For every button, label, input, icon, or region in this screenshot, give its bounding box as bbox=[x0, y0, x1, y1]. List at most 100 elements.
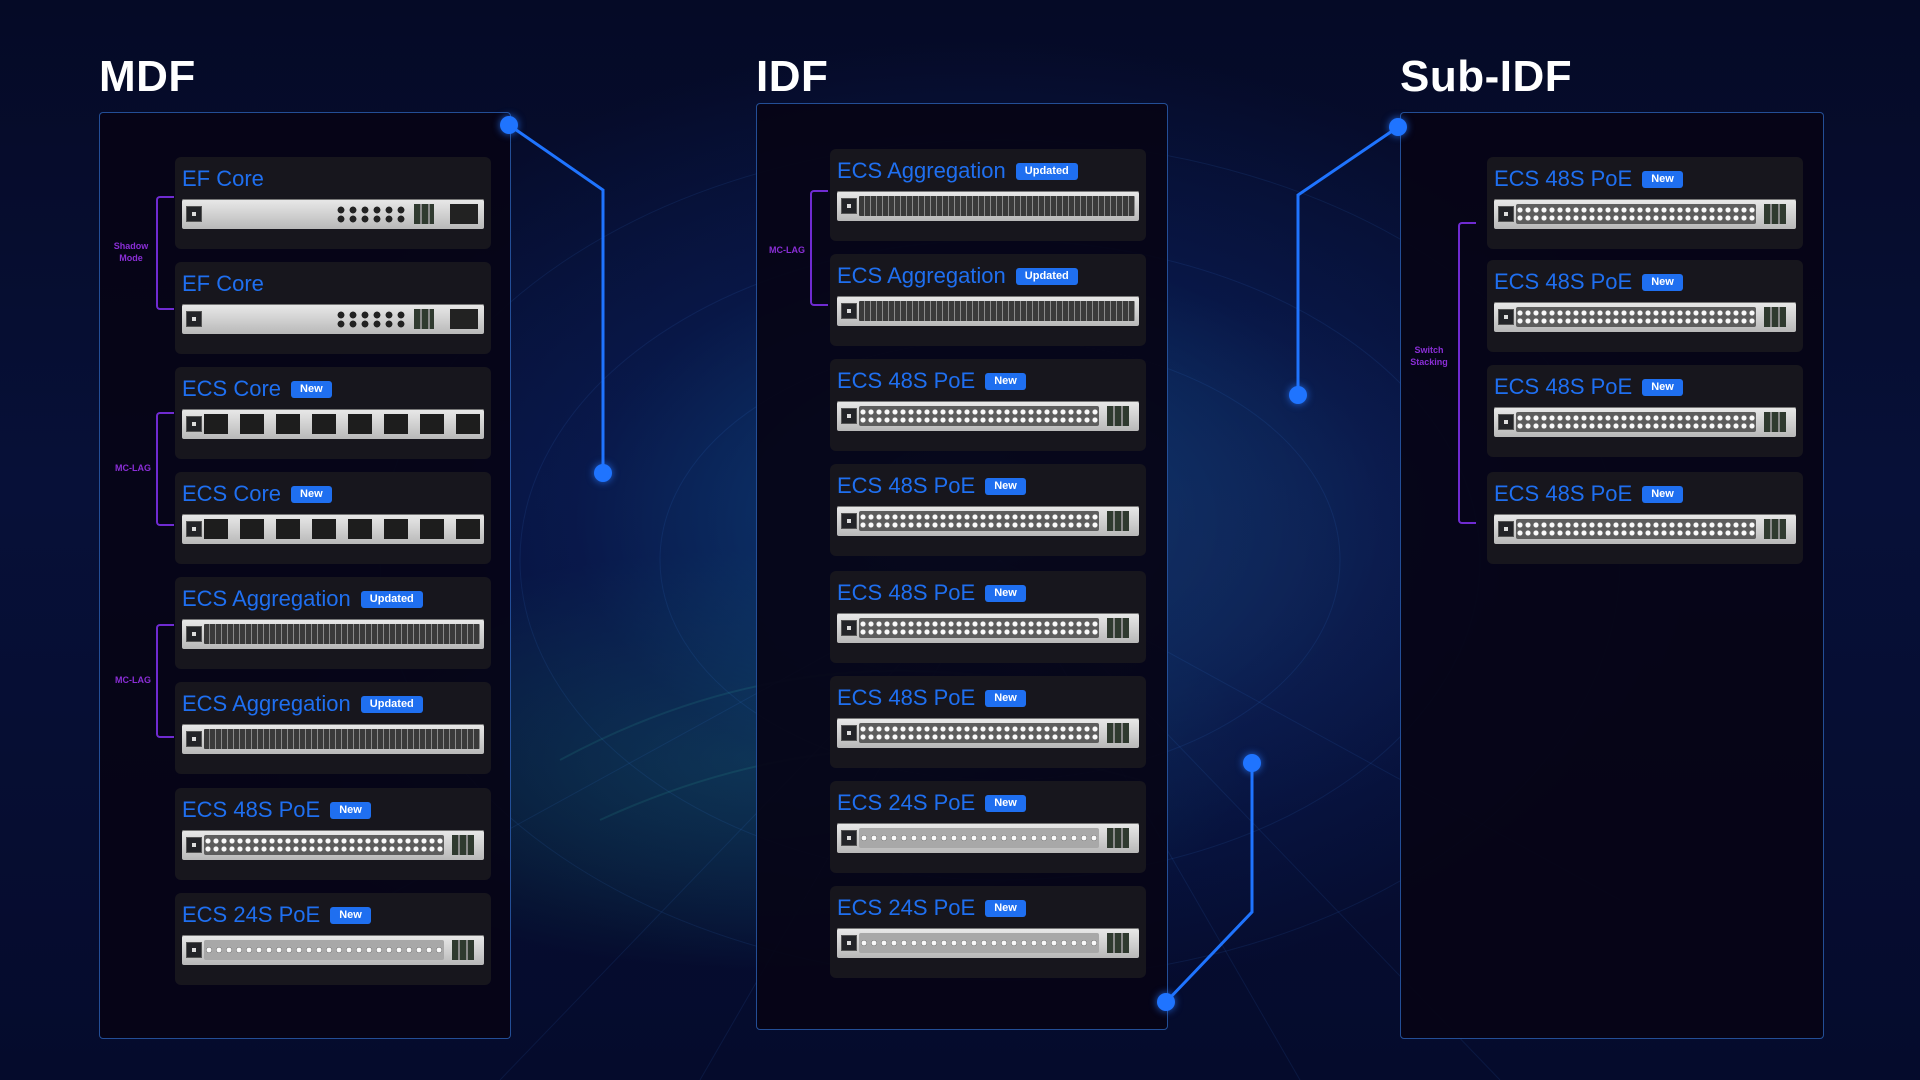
mdf-card-ecs-24s-poe[interactable]: ECS 24S PoE New bbox=[175, 893, 491, 985]
device-name: ECS 48S PoE bbox=[837, 368, 976, 393]
rj45-port-row bbox=[859, 828, 1099, 848]
display-screen-icon bbox=[841, 408, 857, 424]
sfp-uplinks bbox=[1107, 511, 1129, 531]
mdf-group-label-mc-lag-2: MC-LAG bbox=[115, 675, 151, 685]
device-name: ECS Core bbox=[182, 376, 282, 401]
qsfp-port-blocks bbox=[204, 414, 480, 434]
display-screen-icon bbox=[841, 513, 857, 529]
idf-connector-dot-bottom bbox=[1157, 993, 1175, 1011]
ecs-aggregation-device-image bbox=[837, 191, 1139, 221]
display-screen-icon bbox=[1498, 309, 1514, 325]
mdf-group-bracket-mc-lag-2 bbox=[156, 624, 174, 738]
ecs-48s-poe-device-image bbox=[182, 830, 484, 860]
sfp-port-row bbox=[204, 729, 480, 749]
ecs-aggregation-device-image bbox=[837, 296, 1139, 326]
card-title: ECS 24S PoE New bbox=[182, 902, 371, 928]
rj45-port-row bbox=[1516, 412, 1756, 432]
mdf-group-label-shadow-mode: Shadow Mode bbox=[113, 241, 149, 263]
subidf-group-bracket-switch-stacking bbox=[1458, 222, 1476, 524]
display-screen-icon bbox=[186, 837, 202, 853]
mdf-card-ef-core[interactable]: EF Core bbox=[175, 157, 491, 249]
rj45-port-row bbox=[1516, 204, 1756, 224]
subidf-connector-dot-end bbox=[1289, 386, 1307, 404]
display-screen-icon bbox=[186, 942, 202, 958]
rj45-port-row bbox=[859, 723, 1099, 743]
display-screen-icon bbox=[1498, 521, 1514, 537]
sfp-uplinks bbox=[1107, 618, 1129, 638]
sfp-uplinks bbox=[1764, 412, 1786, 432]
device-name: ECS 48S PoE bbox=[837, 473, 976, 498]
sfp-uplinks bbox=[414, 204, 434, 224]
card-title: ECS 48S PoE New bbox=[837, 473, 1026, 499]
management-ports bbox=[450, 309, 478, 329]
display-screen-icon bbox=[841, 725, 857, 741]
status-badge: New bbox=[330, 801, 371, 819]
sfp-uplinks bbox=[1764, 204, 1786, 224]
device-name: ECS Aggregation bbox=[837, 158, 1006, 183]
status-badge: New bbox=[985, 477, 1026, 495]
display-screen-icon bbox=[186, 731, 202, 747]
rj45-port-row bbox=[204, 940, 444, 960]
status-badge: New bbox=[1642, 273, 1683, 291]
ecs-48s-poe-device-image bbox=[1494, 407, 1796, 437]
sfp-uplinks bbox=[452, 940, 474, 960]
rj45-port-row bbox=[1516, 519, 1756, 539]
ecs-48s-poe-device-image bbox=[837, 506, 1139, 536]
device-name: ECS 24S PoE bbox=[837, 790, 976, 815]
management-ports bbox=[450, 204, 478, 224]
status-badge: New bbox=[330, 906, 371, 924]
device-name: ECS 24S PoE bbox=[182, 902, 321, 927]
mdf-connector-dot-end bbox=[594, 464, 612, 482]
rj45-port-row bbox=[859, 933, 1099, 953]
ecs-aggregation-device-image bbox=[182, 724, 484, 754]
card-title: ECS 24S PoE New bbox=[837, 790, 1026, 816]
ecs-48s-poe-device-image bbox=[1494, 199, 1796, 229]
ecs-48s-poe-device-image bbox=[1494, 514, 1796, 544]
status-badge: New bbox=[985, 584, 1026, 602]
mdf-group-label-mc-lag-1: MC-LAG bbox=[115, 463, 151, 473]
ecs-core-device-image bbox=[182, 409, 484, 439]
display-screen-icon bbox=[186, 416, 202, 432]
ef-core-device-image bbox=[182, 304, 484, 334]
display-screen-icon bbox=[841, 303, 857, 319]
sfp-uplinks bbox=[1107, 723, 1129, 743]
rj45-port-row bbox=[859, 511, 1099, 531]
mdf-card-ef-core[interactable]: EF Core bbox=[175, 262, 491, 354]
device-name: ECS Core bbox=[182, 481, 282, 506]
display-screen-icon bbox=[1498, 206, 1514, 222]
device-name: ECS Aggregation bbox=[837, 263, 1006, 288]
idf-card-ecs-48s-poe[interactable]: ECS 48S PoE New bbox=[830, 464, 1146, 556]
idf-card-ecs-24s-poe[interactable]: ECS 24S PoE New bbox=[830, 781, 1146, 873]
display-screen-icon bbox=[1498, 414, 1514, 430]
device-name: EF Core bbox=[182, 271, 264, 296]
status-badge: New bbox=[985, 794, 1026, 812]
card-title: EF Core bbox=[182, 271, 264, 297]
display-screen-icon bbox=[186, 206, 202, 222]
ecs-24s-poe-device-image bbox=[182, 935, 484, 965]
display-screen-icon bbox=[841, 620, 857, 636]
mdf-title: MDF bbox=[99, 52, 196, 101]
device-name: ECS 48S PoE bbox=[1494, 481, 1633, 506]
ecs-48s-poe-device-image bbox=[837, 718, 1139, 748]
status-badge: New bbox=[985, 689, 1026, 707]
